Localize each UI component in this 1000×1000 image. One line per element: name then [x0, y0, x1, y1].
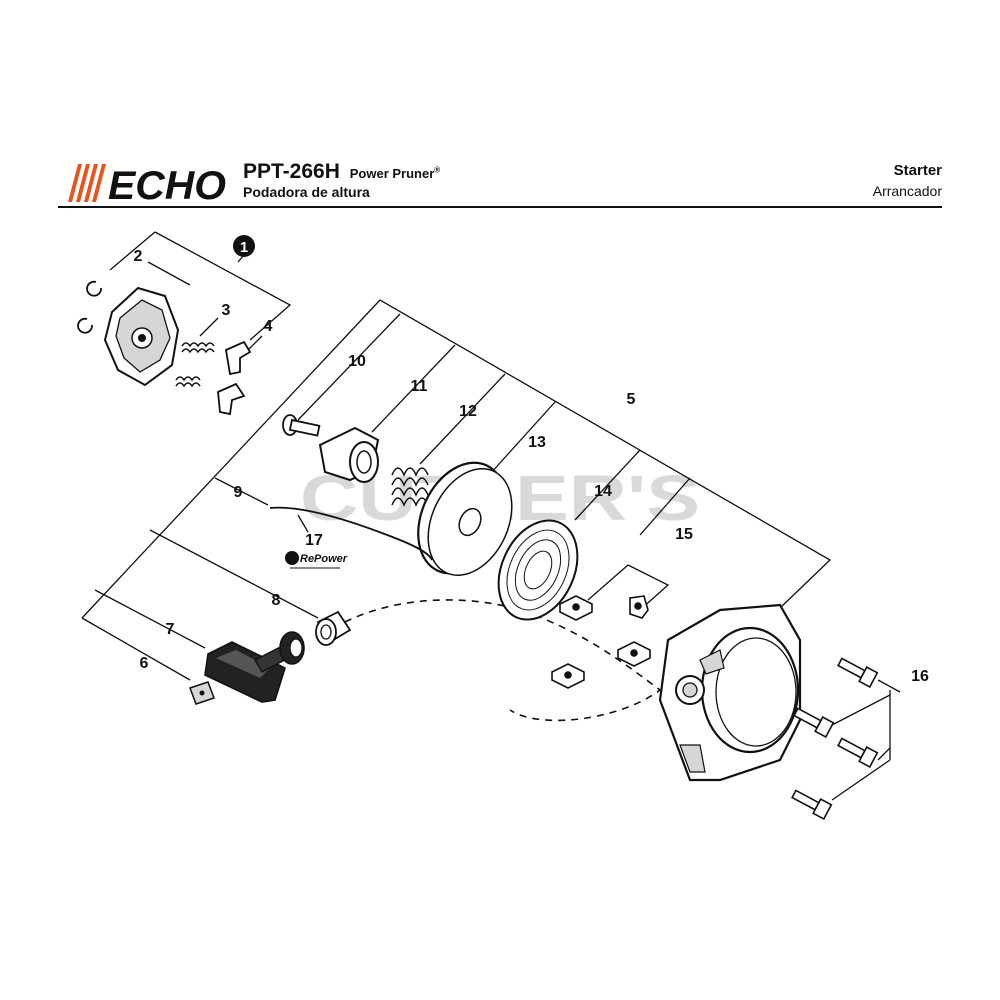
product-name-text: Power Pruner	[349, 166, 435, 181]
callout-1: 1	[240, 239, 248, 256]
section-title: Starter	[893, 162, 942, 179]
starter-rope-dashed	[344, 599, 662, 722]
leader-6	[81, 617, 191, 681]
leader-9	[214, 477, 269, 506]
callout-10: 10	[348, 353, 366, 370]
callout-17: 17	[305, 532, 323, 549]
callout-11: 11	[411, 378, 428, 395]
bolt-part-10	[282, 414, 321, 437]
leader-8	[149, 529, 319, 619]
callout-8: 8	[272, 592, 281, 609]
bracket-group-15	[627, 564, 670, 611]
bracket-group-15-left	[587, 564, 629, 601]
callout-12: 12	[459, 403, 477, 420]
leader-10	[297, 313, 401, 421]
callout-4: 4	[264, 318, 273, 335]
bracket-group-1-left	[109, 231, 156, 271]
pawl-part-4	[217, 340, 252, 416]
repower-logo-text: RePower	[300, 553, 348, 565]
trademark-symbol: ®	[434, 165, 441, 175]
page-header: ECHO PPT-266H Power Pruner® Podadora de …	[58, 160, 942, 210]
callout-numbers: 1 2 3 4 5 6 7 8 9 10 11 12 13 14 15 16 1…	[134, 235, 929, 685]
callout-5: 5	[627, 391, 636, 408]
callout-9: 9	[234, 484, 243, 501]
product-name: Power Pruner®	[350, 166, 440, 181]
callout-16: 16	[911, 668, 929, 685]
model-number: PPT-266H	[243, 160, 340, 183]
callout-1-badge	[233, 235, 255, 257]
leader-16-a	[877, 679, 901, 693]
repower-logo: RePower	[285, 551, 348, 569]
leader-16-b	[831, 694, 891, 726]
leader-11	[371, 344, 456, 433]
leader-3	[199, 317, 219, 337]
logo-stripes	[68, 164, 106, 202]
callout-15: 15	[675, 526, 693, 543]
header-divider	[58, 206, 942, 208]
circlip-part-2	[77, 280, 102, 334]
callout-6: 6	[140, 655, 149, 672]
nut-part-15	[551, 595, 651, 689]
product-name-spanish: Podadora de altura	[243, 184, 370, 200]
bracket-group-5	[379, 299, 832, 609]
label-part-6	[189, 681, 215, 705]
brand-name: ECHO	[108, 164, 226, 202]
coil-spring-part-12	[391, 467, 429, 507]
handle-part-7	[204, 631, 305, 703]
model-title: PPT-266H Power Pruner®	[243, 160, 440, 184]
rope-reel-part-13	[417, 461, 513, 576]
bracket-group-5-left	[81, 299, 381, 619]
echo-logo: ECHO	[68, 164, 226, 202]
screw-part-16	[791, 657, 879, 820]
leader-13	[489, 401, 556, 475]
leader-14	[574, 449, 641, 521]
bracket-lines	[81, 231, 901, 801]
callout-13: 13	[528, 434, 546, 451]
leader-12	[419, 373, 506, 465]
spring-part-3	[175, 342, 215, 388]
bushing-part-8	[315, 610, 352, 646]
starter-housing-part-5	[658, 603, 802, 782]
leader-7	[94, 589, 206, 649]
leader-15-top	[639, 477, 691, 536]
callout-14: 14	[594, 483, 612, 500]
callout-7: 7	[166, 621, 175, 638]
leader-16-c	[877, 747, 891, 761]
callout-3: 3	[222, 302, 231, 319]
bracket-group-1	[154, 231, 292, 341]
leader-16-d	[831, 759, 891, 801]
ratchet-plate-part-1	[103, 286, 180, 387]
section-title-spanish: Arrancador	[872, 183, 942, 199]
rope-part-9	[269, 506, 433, 561]
leader-17	[297, 514, 309, 533]
recoil-spring-part-14	[497, 519, 579, 621]
callout-2: 2	[134, 248, 143, 265]
leader-2	[147, 261, 191, 286]
hub-part-11	[318, 426, 380, 483]
